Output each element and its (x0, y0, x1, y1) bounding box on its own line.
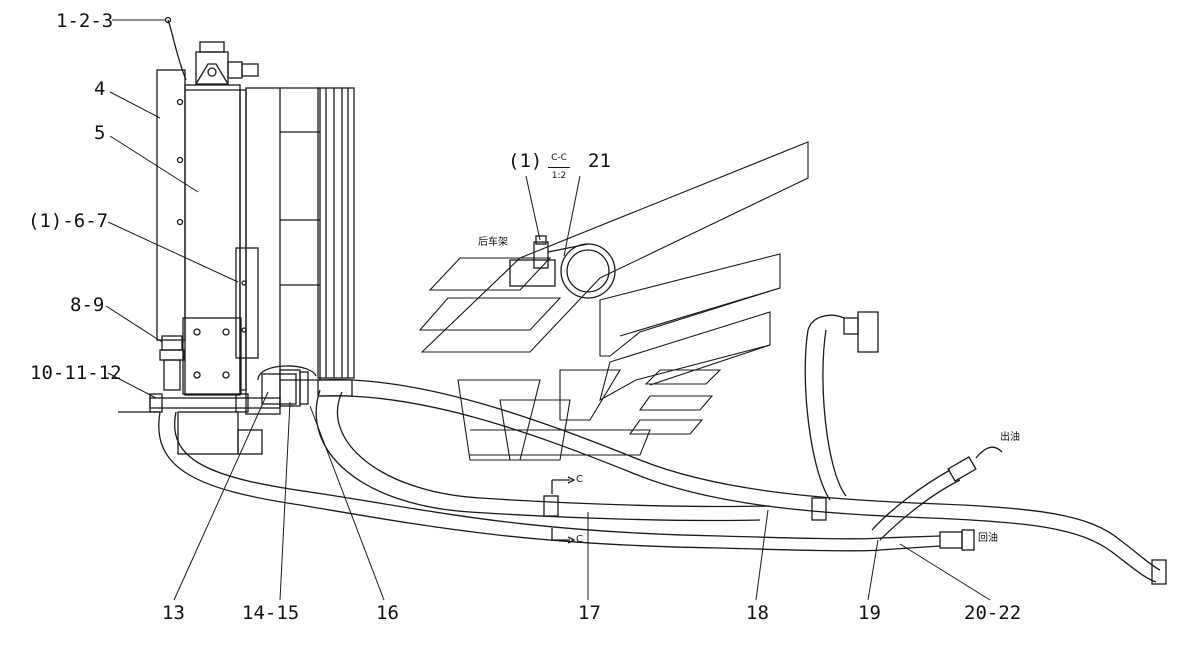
callout-21: 21 (588, 150, 611, 172)
section-scale: 1:2 (551, 171, 567, 181)
callout-19: 19 (858, 602, 881, 624)
callout-8-9: 8-9 (70, 294, 105, 316)
section-detail-cc (509, 235, 616, 299)
pipe-runs (158, 311, 1167, 585)
section-mark-bottom: C (576, 534, 583, 545)
callout-14-15: 14-15 (242, 602, 300, 624)
callout-13: 13 (162, 602, 185, 624)
frame-label: 后车架 (478, 237, 508, 248)
section-markers (551, 476, 576, 544)
callout-20-22: 20-22 (964, 602, 1022, 624)
return-label: 回油 (978, 533, 998, 544)
radiator-assembly (118, 16, 355, 455)
callout-18: 18 (746, 602, 769, 624)
callout-16: 16 (376, 602, 399, 624)
callout-6-7: (1)-6-7 (28, 210, 109, 232)
callout-4: 4 (94, 78, 106, 100)
callout-1-2-3: 1-2-3 (56, 10, 114, 32)
section-fraction-line (548, 167, 570, 168)
rear-frame-outline (418, 141, 809, 461)
section-mark-top: C (576, 474, 583, 485)
callout-17: 17 (578, 602, 601, 624)
outlet-label: 出油 (1000, 432, 1020, 443)
detail-ref-label: (1) (508, 150, 543, 172)
callout-10-11-12: 10-11-12 (30, 362, 122, 384)
section-name: C-C (551, 153, 567, 163)
callout-5: 5 (94, 122, 106, 144)
leader-lines (105, 19, 991, 601)
